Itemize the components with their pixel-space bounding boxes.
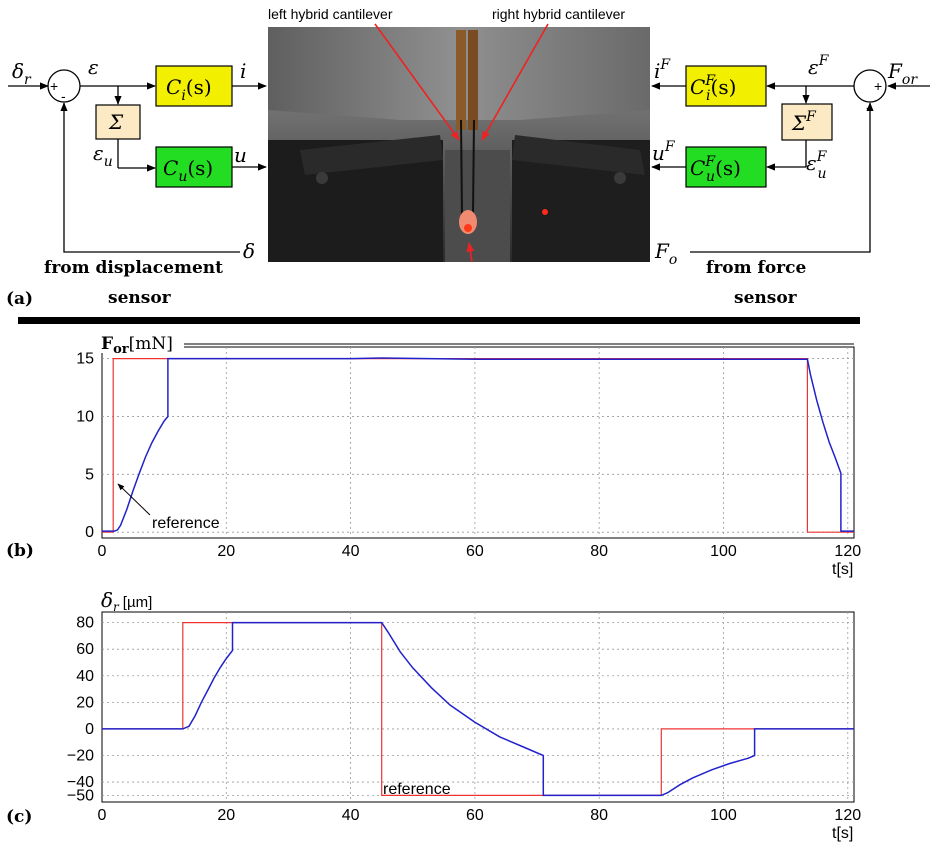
reference-series-line — [102, 621, 854, 797]
response-series-line — [102, 621, 854, 797]
left-cantilever-pointer — [374, 23, 460, 141]
panel-b-label: (b) — [6, 541, 34, 561]
force-feedback-path — [690, 102, 874, 253]
y-tick-label: 15 — [76, 351, 94, 368]
feedback-f-o: Fo — [654, 239, 677, 268]
output-u: u — [234, 143, 247, 167]
sensor-label-displacement-2: sensor — [108, 288, 172, 308]
feedback-delta: δ — [243, 239, 255, 263]
x-tick-label: 20 — [217, 807, 235, 824]
sensor-label-force: from force — [706, 258, 806, 278]
output-i: i — [240, 59, 246, 83]
x-tick-label: 0 — [98, 543, 107, 560]
x-tick-label: 20 — [217, 543, 235, 560]
x-tick-label: 100 — [710, 543, 737, 560]
grid-c — [102, 612, 854, 802]
ylabel-bg-b — [98, 327, 184, 353]
x-tick-label: 120 — [834, 807, 861, 824]
y-tick-label: −50 — [67, 787, 94, 804]
panel-c-label: (c) — [6, 807, 32, 827]
sigma-block-right — [781, 103, 833, 141]
output-u-f: uF — [652, 139, 676, 165]
error-epsilon-f: εF — [808, 53, 830, 79]
x-tick-label: 0 — [98, 807, 107, 824]
xlabel-b: t[s] — [832, 561, 853, 578]
x-tick-label: 40 — [342, 807, 360, 824]
displacement-response-chart: 0 20 40 60 80 100 120 80 60 40 20 0 −20 −40−50 δr[µm]… — [6, 588, 861, 842]
sensor-label-force-2: sensor — [734, 288, 798, 308]
x-tick-label: 80 — [590, 807, 608, 824]
x-tick-label: 80 — [590, 543, 608, 560]
response-series-line — [102, 357, 854, 532]
force-response-chart: 0 20 40 60 80 100 120 0 5 10 15 For[mN] t[s] refer… — [6, 327, 861, 578]
y-tick-label: 5 — [85, 466, 94, 483]
sum-plus-sign: + — [50, 78, 58, 94]
sigma-f-symbol: ΣF — [791, 109, 817, 135]
left-cantilever-label: left hybrid cantilever — [268, 6, 393, 22]
reference-annotation-b: reference — [152, 515, 220, 532]
y-tick-label: 20 — [76, 694, 94, 711]
output-i-f: iF — [654, 57, 671, 83]
x-tick-label: 120 — [834, 543, 861, 560]
ticks-b: 0 20 40 60 80 100 120 0 5 10 15 — [76, 351, 861, 560]
y-tick-label: 0 — [85, 524, 94, 541]
y-tick-label: −40 — [67, 774, 94, 791]
error-epsilon: ε — [88, 55, 99, 79]
ticks-c: 0 20 40 60 80 100 120 80 60 40 20 0 −20 −40−50 — [67, 615, 861, 824]
controller-ci-block — [155, 65, 233, 107]
y-tick-label: 60 — [76, 641, 94, 658]
series-b — [102, 357, 854, 533]
sigma-symbol: Σ — [108, 110, 124, 134]
y-tick-label: 0 — [85, 721, 94, 738]
controller-ci-f-block — [685, 65, 767, 107]
controller-cu-block — [155, 146, 233, 188]
input-delta-r: δr — [12, 59, 32, 88]
panel-separator — [18, 317, 860, 324]
ylabel-c: δr[µm] — [101, 588, 152, 614]
panel-a-label: (a) — [6, 289, 33, 309]
xlabel-c: t[s] — [832, 825, 853, 842]
right-cantilever-label: right hybrid cantilever — [492, 6, 625, 22]
sigma-block-left — [95, 104, 141, 140]
error-u: εu — [93, 141, 113, 170]
sum-plus-sign-right: + — [874, 78, 882, 94]
reference-pointer-b — [117, 483, 151, 516]
controller-ci-label: Ci(s) — [166, 75, 212, 104]
sensor-label-displacement: from displacement — [44, 258, 223, 278]
controller-cu-f-block — [685, 146, 767, 188]
sum-minus-sign: - — [61, 88, 66, 104]
series-c — [102, 621, 854, 797]
x-tick-label: 60 — [466, 543, 484, 560]
experimental-setup-photo — [268, 27, 650, 262]
x-tick-label: 100 — [710, 807, 737, 824]
right-cantilever-pointer — [481, 23, 549, 141]
x-tick-label: 60 — [466, 807, 484, 824]
plot-area-c — [101, 611, 855, 803]
y-tick-label: 80 — [76, 615, 94, 632]
y-tick-label: −20 — [67, 747, 94, 764]
input-f-or: For — [887, 59, 918, 88]
reference-annotation-c: reference — [383, 781, 451, 798]
y-tick-label: 40 — [76, 668, 94, 685]
y-tick-label: 10 — [76, 408, 94, 425]
displacement-feedback-path — [60, 102, 240, 253]
panel-a: left hybrid cantilever right hybrid cant… — [6, 6, 930, 309]
x-tick-label: 40 — [342, 543, 360, 560]
ylabel-b: For[mN] — [101, 334, 173, 357]
object-pointer — [466, 242, 475, 263]
controller-cu-label: Cu(s) — [163, 156, 213, 185]
displacement-control-loop: δr + - ε Σ εu Ci(s) Cu(s) i u δ from dis… — [8, 55, 267, 308]
plot-area-b — [101, 346, 855, 539]
